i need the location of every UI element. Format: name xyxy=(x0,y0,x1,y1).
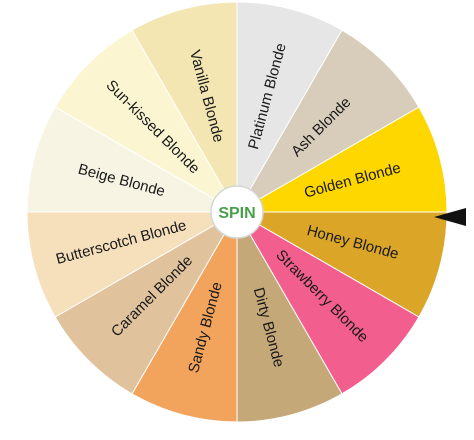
triangle-pointer-icon xyxy=(434,208,466,226)
spin-button-circle[interactable] xyxy=(210,185,264,239)
wheel-segment xyxy=(26,106,239,213)
wheel-segment xyxy=(235,29,420,214)
wheel-segment xyxy=(131,210,238,423)
wheel-segment xyxy=(236,210,343,423)
wheel-segments xyxy=(26,1,448,423)
wheel-segment xyxy=(235,106,448,213)
wheel-segment xyxy=(235,210,420,395)
wheel-segment xyxy=(54,29,239,214)
wheel-segment xyxy=(26,211,239,318)
wheel-segment xyxy=(54,210,239,395)
wheel-segment xyxy=(236,1,343,214)
spin-button-label[interactable]: SPIN xyxy=(218,205,255,222)
wheel-segment xyxy=(131,1,238,214)
spin-button[interactable]: SPIN xyxy=(210,185,264,239)
